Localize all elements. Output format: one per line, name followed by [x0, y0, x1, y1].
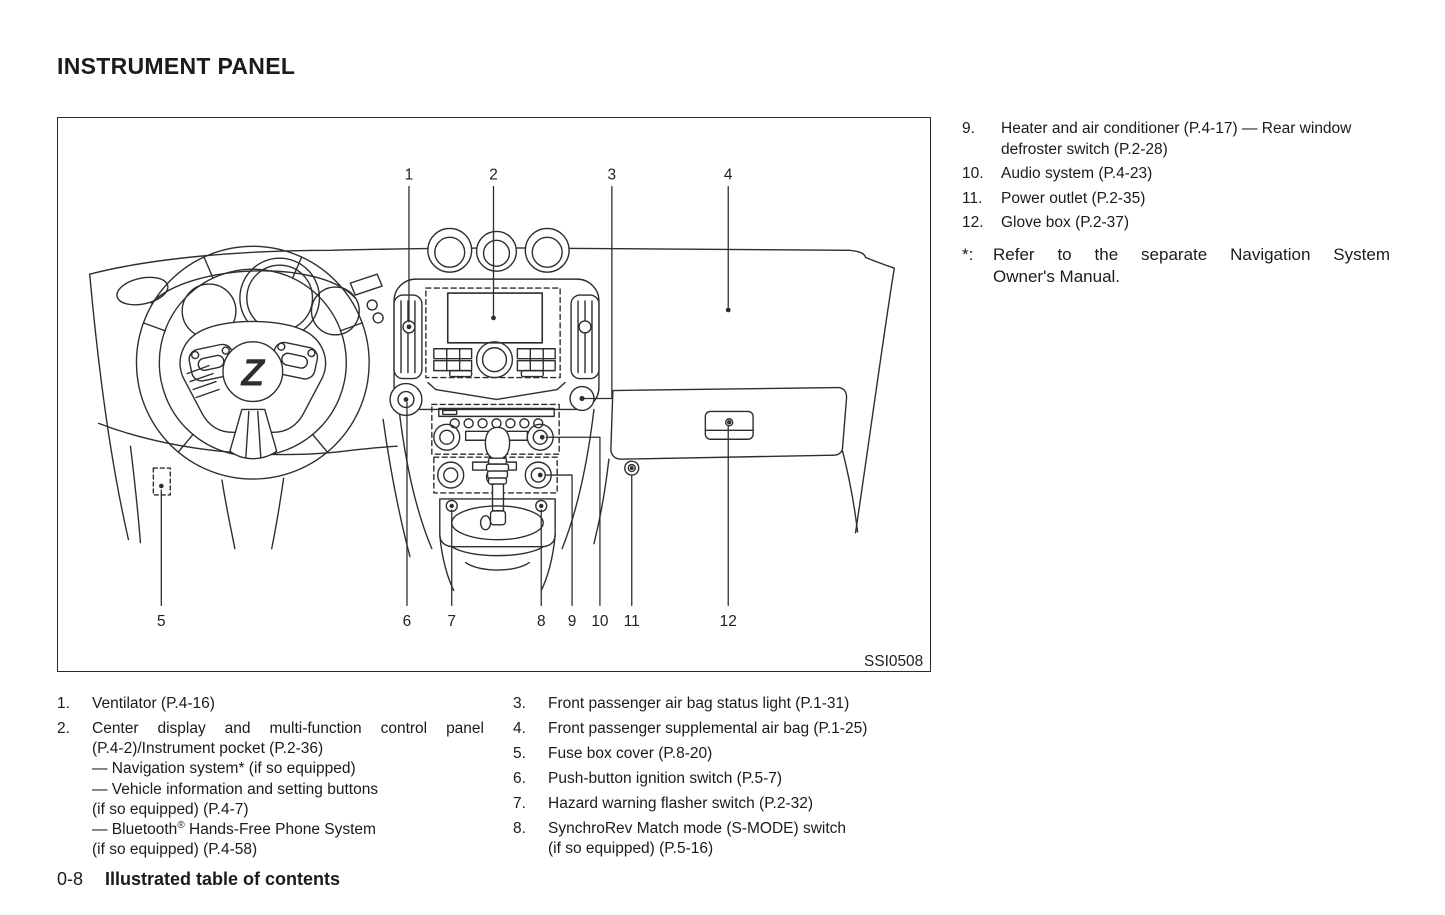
callout-1: 1 — [405, 167, 414, 184]
item-line: — Bluetooth® Hands-Free Phone System — [92, 820, 484, 840]
callout-9: 9 — [568, 613, 577, 630]
column-stalk — [349, 273, 384, 324]
legend-item-11: 11. Power outlet (P.2-35) — [962, 189, 1390, 210]
callout-8: 8 — [537, 613, 546, 630]
svg-text:Z: Z — [240, 353, 266, 395]
legend-items-1-2: 1. Ventilator (P.4-16) 2. Center display… — [57, 694, 484, 865]
item-number: 8. — [513, 820, 526, 837]
note-marker: *: — [962, 244, 974, 264]
navigation-note: *: Refer to the separate Navigation Syst… — [962, 244, 1390, 289]
section-title: Illustrated table of contents — [105, 869, 341, 889]
note-line: Owner's Manual. — [993, 267, 1121, 286]
item-line: (if so equipped) (P.4-58) — [92, 841, 258, 859]
item-line: — Navigation system* (if so equipped) — [92, 760, 356, 778]
dashboard-outline — [88, 247, 896, 558]
item-number: 5. — [513, 745, 526, 762]
gear-shifter — [484, 426, 511, 526]
item-text: Front passenger supplemental air bag (P.… — [548, 720, 868, 737]
item-text: Hazard warning flasher switch (P.2-32) — [548, 795, 814, 812]
item-text: Audio system (P.4-23) — [1001, 165, 1153, 182]
page-footer: 0-8 Illustrated table of contents — [57, 869, 340, 890]
legend-item-5: 5. Fuse box cover (P.8-20) — [513, 744, 938, 764]
callout-10: 10 — [591, 613, 608, 630]
item-number: 3. — [513, 695, 526, 712]
legend-item-9: 9. Heater and air conditioner (P.4-17) —… — [962, 119, 1390, 160]
item-number: 7. — [513, 795, 526, 812]
note-line: Refer to the separate Navigation System — [993, 244, 1390, 264]
glove-box — [593, 386, 859, 545]
item-text: Fuse box cover (P.8-20) — [548, 745, 713, 762]
legend-item-2: 2. Center display and multi-function con… — [57, 719, 484, 860]
legend-item-7: 7. Hazard warning flasher switch (P.2-32… — [513, 794, 938, 814]
legend-item-12: 12. Glove box (P.2-37) — [962, 213, 1390, 234]
center-stack — [393, 227, 600, 592]
legend-item-6: 6. Push-button ignition switch (P.5-7) — [513, 769, 938, 789]
item-text: Glove box (P.2-37) — [1001, 214, 1130, 231]
page-number: 0-8 — [57, 869, 84, 889]
item-line: — Vehicle information and setting button… — [92, 780, 379, 798]
item-line: (if so equipped) (P.5-16) — [548, 840, 714, 858]
item-number: 11. — [962, 189, 983, 207]
item-number: 6. — [513, 770, 526, 787]
center-display-screen — [446, 292, 544, 344]
bluetooth-text: — Bluetooth — [92, 821, 178, 839]
item-number: 2. — [57, 720, 70, 737]
item-text: Center display and multi-function contro… — [92, 719, 484, 860]
callout-6: 6 — [403, 613, 412, 630]
callout-numbers: 1 2 3 4 5 6 7 8 9 10 11 12 — [157, 167, 737, 631]
z-emblem: Z — [222, 341, 284, 403]
bluetooth-text-cont: Hands-Free Phone System — [184, 821, 376, 839]
page-title: INSTRUMENT PANEL — [57, 53, 296, 79]
item-number: 10. — [962, 165, 984, 182]
callout-2: 2 — [489, 167, 498, 184]
registered-mark: ® — [177, 819, 185, 831]
item-text: Ventilator (P.4-16) — [92, 695, 215, 712]
instrument-panel-diagram: Z — [88, 167, 923, 670]
item-subline: — Rear window defroster switch (P.2-28) — [1001, 120, 1352, 158]
item-number: 12. — [962, 214, 984, 231]
legend-items-9-12: 9. Heater and air conditioner (P.4-17) —… — [962, 119, 1390, 289]
item-line: Center display and multi-function contro… — [92, 720, 484, 737]
legend-item-4: 4. Front passenger supplemental air bag … — [513, 719, 938, 739]
instrument-panel-figure: Z — [57, 117, 931, 672]
item-text: Push-button ignition switch (P.5-7) — [548, 770, 783, 787]
item-line: SynchroRev Match mode (S-MODE) switch — [548, 820, 847, 837]
legend-item-8: 8. SynchroRev Match mode (S-MODE) switch… — [513, 819, 938, 859]
legend-item-3: 3. Front passenger air bag status light … — [513, 694, 938, 714]
item-number: 1. — [57, 695, 70, 712]
callout-7: 7 — [447, 613, 456, 630]
item-text: Front passenger air bag status light (P.… — [548, 695, 850, 712]
callout-12: 12 — [720, 613, 737, 630]
item-text: Power outlet (P.2-35) — [1001, 189, 1146, 207]
legend-item-10: 10. Audio system (P.4-23) — [962, 164, 1390, 185]
item-line: (if so equipped) (P.4-7) — [92, 800, 249, 818]
callout-lines — [160, 185, 732, 607]
item-line: Heater and air conditioner (P.4-17) — [1001, 120, 1238, 137]
legend-items-3-8: 3. Front passenger air bag status light … — [513, 694, 938, 864]
steering-wheel: Z — [135, 245, 384, 550]
item-text: SynchroRev Match mode (S-MODE) switch (i… — [548, 819, 938, 859]
callout-5: 5 — [157, 613, 166, 630]
callout-11: 11 — [624, 613, 640, 630]
item-line: (P.4-2)/Instrument pocket (P.2-36) — [92, 740, 324, 758]
note-text: Refer to the separate Navigation System … — [993, 244, 1390, 289]
hazard-switch — [445, 499, 458, 513]
callout-4: 4 — [724, 167, 733, 184]
legend-item-1: 1. Ventilator (P.4-16) — [57, 694, 484, 714]
right-vent — [570, 294, 600, 380]
callout-3: 3 — [608, 167, 617, 184]
left-vent — [393, 294, 423, 380]
item-number: 9. — [962, 120, 975, 137]
figure-code: SSI0508 — [864, 653, 923, 670]
item-number: 4. — [513, 720, 526, 737]
item-text: Heater and air conditioner (P.4-17) — Re… — [1001, 119, 1390, 160]
